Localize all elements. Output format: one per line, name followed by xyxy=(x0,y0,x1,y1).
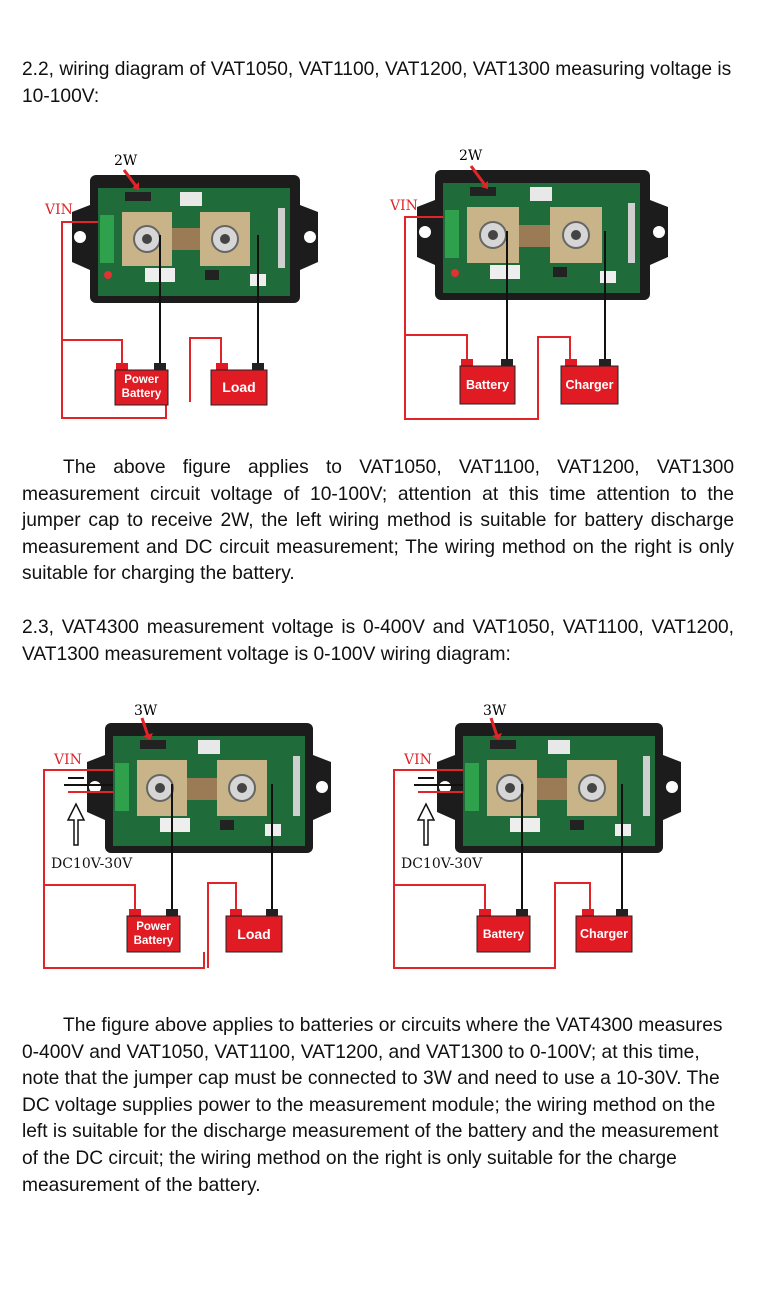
vin-label: VIN xyxy=(44,202,73,218)
load-box: Load xyxy=(210,363,268,406)
jumper-arrow xyxy=(469,165,487,186)
wiring-diagram-3w-charge: 3W VIN DC10V-30V Battery xyxy=(390,700,690,975)
paragraph-2-text: The figure above applies to batteries or… xyxy=(22,1015,723,1196)
load-box: Load xyxy=(225,909,283,953)
section-2-3-heading-text: 2.3, VAT4300 measurement voltage is 0-40… xyxy=(22,617,734,665)
meter-module xyxy=(417,170,668,300)
wiring xyxy=(404,216,606,420)
wiring xyxy=(393,769,623,969)
meter-module xyxy=(437,723,681,853)
section-2-2-heading: 2.2, wiring diagram of VAT1050, VAT1100,… xyxy=(22,57,734,110)
dc-supply-symbol xyxy=(414,777,463,793)
power-battery-box: Power Battery xyxy=(126,909,181,953)
box-1-label: Power Battery xyxy=(133,921,174,947)
jumper-label: 2W xyxy=(459,148,483,164)
box-2-label: Load xyxy=(222,379,256,395)
charger-box: Charger xyxy=(560,359,619,405)
vin-label: VIN xyxy=(53,752,82,768)
jumper-label: 3W xyxy=(134,703,158,719)
meter-module xyxy=(72,175,318,303)
box-1-label: Power Battery xyxy=(121,374,162,400)
battery-box: Battery xyxy=(459,359,516,405)
paragraph-1-text: The above figure applies to VAT1050, VAT… xyxy=(22,457,734,585)
vin-label: VIN xyxy=(403,752,432,768)
up-arrow-icon xyxy=(416,802,436,846)
box-2-label: Load xyxy=(237,926,271,942)
up-arrow-icon xyxy=(66,802,86,846)
jumper-label: 2W xyxy=(114,153,138,169)
jumper-arrow xyxy=(122,169,138,187)
box-2-label: Charger xyxy=(580,927,628,941)
box-2-label: Charger xyxy=(565,378,614,392)
dc-supply-symbol xyxy=(64,777,113,793)
power-battery-box: Power Battery xyxy=(114,363,169,406)
wiring-diagram-3w-discharge: 3W VIN DC10V-30V Power Battery xyxy=(40,700,340,975)
jumper-arrow xyxy=(489,717,499,737)
section-2-2-heading-text: 2.2, wiring diagram of VAT1050, VAT1100,… xyxy=(22,59,732,107)
paragraph-3w-description: The figure above applies to batteries or… xyxy=(22,1013,734,1199)
section-2-3-heading: 2.3, VAT4300 measurement voltage is 0-40… xyxy=(22,615,734,668)
wiring-diagram-2w-charge: 2W VIN Battery Charger xyxy=(385,145,685,425)
paragraph-2w-description: The above figure applies to VAT1050, VAT… xyxy=(22,455,734,588)
vin-label: VIN xyxy=(389,198,418,214)
battery-box: Battery xyxy=(476,909,531,953)
wiring xyxy=(61,221,259,419)
meter-module xyxy=(87,723,331,853)
supply-label: DC10V-30V xyxy=(51,856,133,872)
wiring-diagram-2w-discharge: 2W VIN Power Battery Load xyxy=(40,150,340,425)
jumper-label: 3W xyxy=(483,703,507,719)
supply-label: DC10V-30V xyxy=(401,856,483,872)
jumper-arrow xyxy=(140,717,150,737)
box-1-label: Battery xyxy=(482,927,525,941)
wiring xyxy=(43,769,273,969)
charger-box: Charger xyxy=(575,909,633,953)
box-1-label: Battery xyxy=(465,378,510,392)
